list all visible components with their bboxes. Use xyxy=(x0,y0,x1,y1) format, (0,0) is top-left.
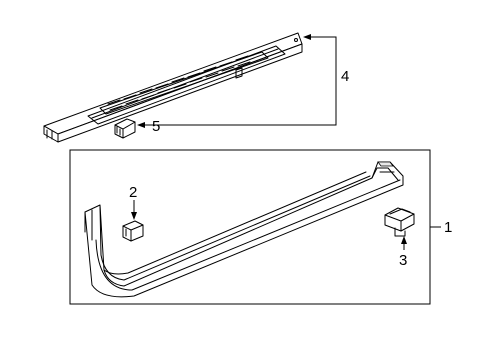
callout-3-leader xyxy=(401,236,407,250)
callout-4: 4 xyxy=(341,68,349,85)
callout-5: 5 xyxy=(152,118,160,135)
callout-5-leader xyxy=(137,122,145,128)
callout-2: 2 xyxy=(129,184,137,201)
callout-3: 3 xyxy=(399,252,407,269)
retainer-clip-5 xyxy=(114,118,136,139)
rocker-molding-part xyxy=(84,161,404,298)
callout-2-leader xyxy=(131,200,137,220)
sill-plate-lettering xyxy=(99,51,269,115)
callout-4-leader xyxy=(145,34,337,126)
sill-plate-part xyxy=(43,32,303,143)
clip-3 xyxy=(384,207,415,237)
callout-1: 1 xyxy=(444,219,452,236)
clip-2 xyxy=(122,220,144,242)
